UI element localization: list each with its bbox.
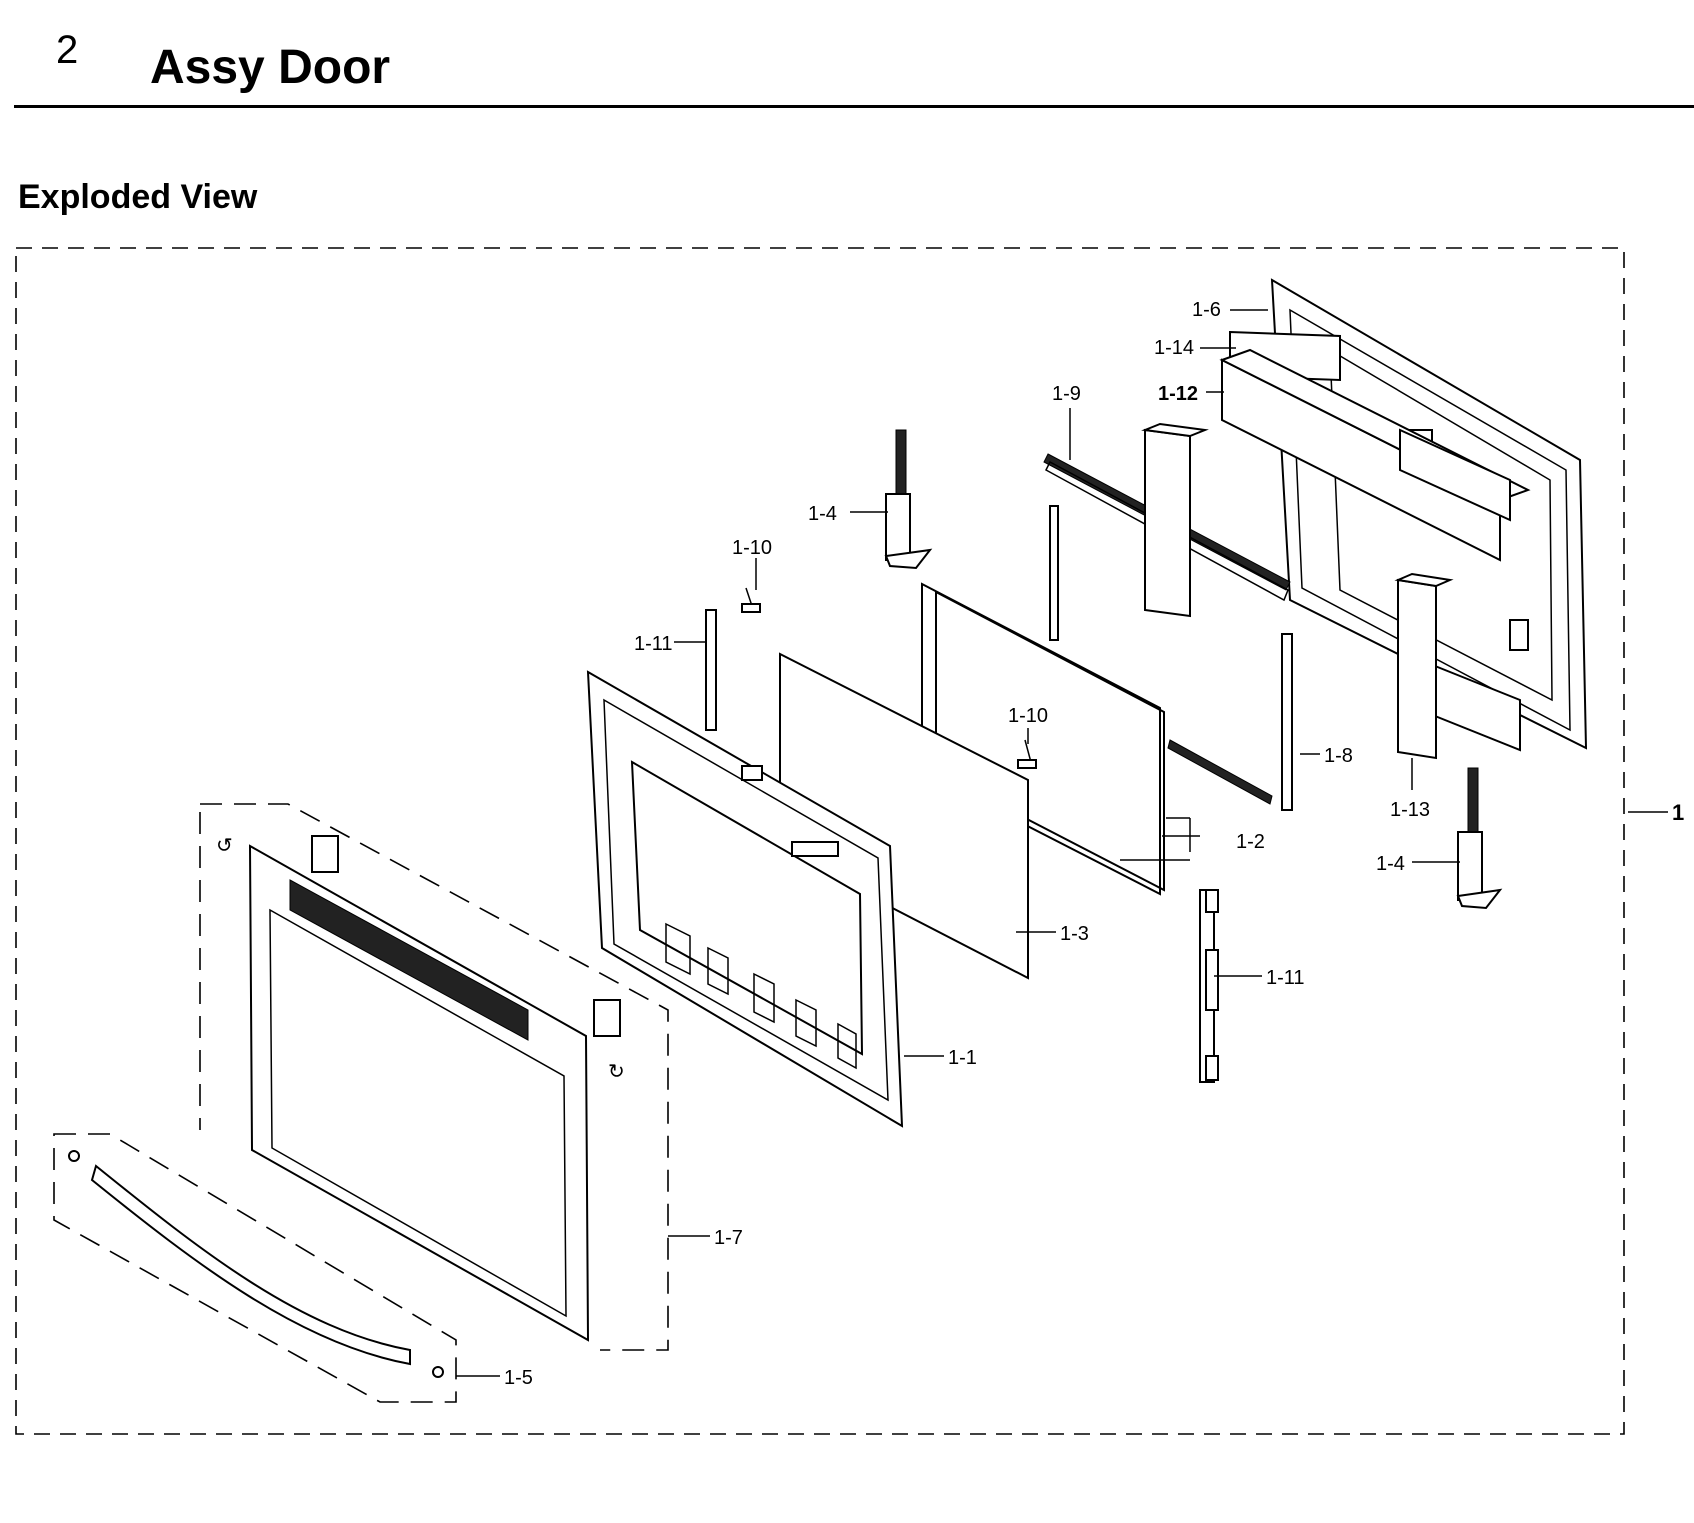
callout-1-7: 1-7 xyxy=(714,1227,743,1249)
part-hinge-upper xyxy=(884,429,933,570)
part-hinge-lower xyxy=(1456,767,1503,910)
part-side-bracket-left xyxy=(705,609,717,731)
callout-1-13: 1-13 xyxy=(1390,799,1430,821)
part-insulation-post xyxy=(1144,428,1191,618)
leader-lines xyxy=(456,309,1668,1377)
callout-1-11-left: 1-11 xyxy=(634,633,673,655)
part-hinge-pin-left xyxy=(741,587,761,613)
view-title: Exploded View xyxy=(18,178,258,216)
part-front-door: ↺ ↻ xyxy=(199,803,669,1351)
part-hinge-pin-right xyxy=(1017,739,1037,769)
part-insulation-post-2-top xyxy=(1394,572,1454,588)
clip-icon: ↺ xyxy=(216,835,233,857)
callout-1-1: 1-1 xyxy=(948,1047,977,1069)
title-rule xyxy=(14,105,1694,108)
callout-1-10-right: 1-10 xyxy=(1008,705,1048,727)
callout-1-10-left: 1-10 xyxy=(732,537,772,559)
section-number: 2 xyxy=(56,28,79,72)
part-insulation-blocks xyxy=(1219,330,1531,752)
callout-1-3: 1-3 xyxy=(1060,923,1089,945)
part-side-bracket-right xyxy=(1199,889,1219,1083)
callout-1-9: 1-9 xyxy=(1052,383,1081,405)
part-glass-pair xyxy=(921,582,1165,896)
callout-1-11-right: 1-11 xyxy=(1266,967,1305,989)
part-door-frame xyxy=(586,670,904,1128)
part-insulation-post-2 xyxy=(1397,578,1437,760)
callout-1-2: 1-2 xyxy=(1236,831,1265,853)
callout-1-6: 1-6 xyxy=(1192,299,1221,321)
callout-assembly: 1 xyxy=(1672,800,1684,825)
callout-1-8: 1-8 xyxy=(1324,745,1353,767)
callout-1-5: 1-5 xyxy=(504,1367,533,1389)
clip-icon: ↻ xyxy=(608,1061,625,1083)
callout-1-14: 1-14 xyxy=(1154,337,1194,359)
part-insulation-post-top xyxy=(1141,422,1209,438)
assembly-boundary xyxy=(15,247,1625,1435)
part-door-handle xyxy=(53,1133,457,1403)
callout-1-4-lower: 1-4 xyxy=(1376,853,1405,875)
callout-1-12: 1-12 xyxy=(1158,383,1198,405)
section-title: Assy Door xyxy=(150,41,391,94)
callout-1-4-upper: 1-4 xyxy=(808,503,837,525)
part-side-channel xyxy=(1049,505,1293,811)
